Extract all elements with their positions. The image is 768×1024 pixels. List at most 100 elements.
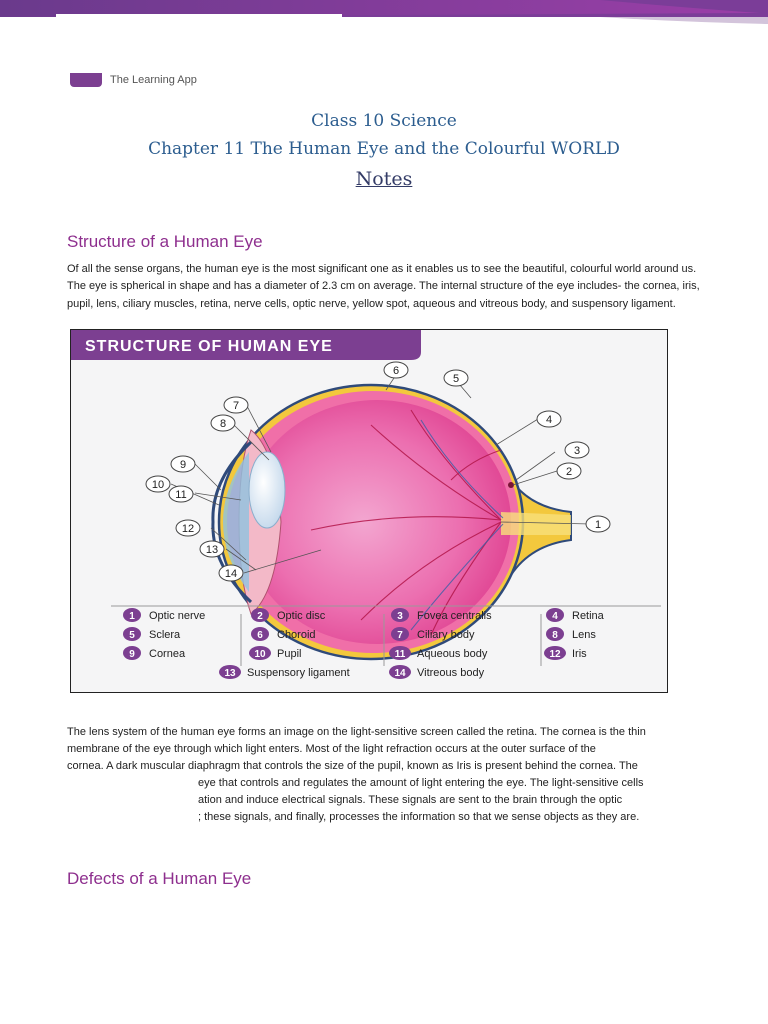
- legend-number: 13: [224, 668, 236, 679]
- legend-item-11: 11 Aqueous body: [389, 646, 488, 660]
- document-titles: Class 10 Science Chapter 11 The Human Ey…: [0, 108, 768, 194]
- legend-item-3: 3 Fovea centralis: [391, 608, 492, 622]
- legend-label: Optic disc: [277, 610, 326, 622]
- legend-label: Cornea: [149, 648, 186, 660]
- legend-number: 4: [552, 611, 558, 622]
- legend-item-9: 9 Cornea: [123, 646, 186, 660]
- legend-number: 2: [257, 611, 263, 622]
- legend-label: Lens: [572, 629, 596, 641]
- legend-label: Fovea centralis: [417, 610, 492, 622]
- legend-badge: [389, 665, 411, 679]
- continuation-line-6: ; these signals, and finally, processes …: [198, 811, 640, 823]
- legend-badge: [544, 646, 566, 660]
- svg-text:11: 11: [175, 489, 186, 501]
- legend-number: 1: [129, 611, 135, 622]
- section-heading-defects: Defects of a Human Eye: [67, 869, 252, 888]
- legend-number: 5: [129, 630, 135, 641]
- notes-label: Notes: [355, 168, 413, 190]
- continuation-line-3: cornea. A dark muscular diaphragm that c…: [67, 760, 638, 772]
- class-title: Class 10 Science: [311, 111, 457, 131]
- legend-number: 8: [552, 630, 558, 641]
- svg-text:7: 7: [233, 400, 239, 412]
- lens: [248, 451, 286, 529]
- legend-badge: [389, 646, 411, 660]
- legend-badge: [391, 608, 409, 622]
- legend-number: 6: [257, 630, 263, 641]
- legend-label: Iris: [572, 648, 587, 660]
- legend-label: Aqueous body: [417, 648, 488, 660]
- legend-item-10: 10 Pupil: [249, 646, 301, 660]
- legend-badge: [219, 665, 241, 679]
- legend-item-4: 4 Retina: [546, 608, 605, 622]
- brand-logo: The Learning App: [70, 72, 197, 88]
- callout-10: 10: [145, 475, 171, 493]
- legend-number: 12: [549, 649, 561, 660]
- callout-12: 12: [175, 519, 201, 537]
- legend-item-2: 2 Optic disc: [251, 608, 326, 622]
- callout-1: 1: [585, 515, 611, 533]
- svg-text:14: 14: [225, 568, 237, 580]
- legend-item-1: 1 Optic nerve: [123, 608, 205, 622]
- legend-label: Ciliary body: [417, 629, 475, 641]
- svg-text:10: 10: [152, 479, 164, 491]
- continuation-line-4: eye that controls and regulates the amou…: [198, 777, 644, 789]
- callout-9: 9: [170, 455, 196, 473]
- svg-text:1: 1: [595, 519, 601, 531]
- chapter-title: Chapter 11 The Human Eye and the Colourf…: [148, 139, 620, 159]
- callout-14: 14: [218, 564, 244, 582]
- legend-badge: [123, 627, 141, 641]
- svg-text:5: 5: [453, 373, 459, 385]
- callout-2: 2: [556, 462, 582, 480]
- fovea-centralis: [508, 482, 514, 488]
- callout-5: 5: [443, 369, 469, 387]
- legend-item-8: 8 Lens: [546, 627, 596, 641]
- banner-background: [71, 330, 421, 360]
- legend-item-7: 7 Ciliary body: [391, 627, 475, 641]
- legend-number: 10: [254, 649, 266, 660]
- callout-8: 8: [210, 414, 236, 432]
- legend-label: Optic nerve: [149, 610, 205, 622]
- figure-legend: 1 Optic nerve 2 Optic disc 3 Fovea centralis 4…: [123, 608, 605, 679]
- eye-structure-figure: STRUCTURE OF HUMAN EYE: [70, 329, 668, 693]
- legend-number: 7: [397, 630, 403, 641]
- legend-label: Pupil: [277, 648, 301, 660]
- legend-badge: [546, 608, 564, 622]
- legend-number: 3: [397, 611, 403, 622]
- continuation-line-5: ation and induce electrical signals. The…: [198, 794, 623, 806]
- svg-text:12: 12: [182, 523, 194, 535]
- svg-text:6: 6: [393, 365, 399, 377]
- legend-badge: [123, 608, 141, 622]
- legend-number: 11: [395, 649, 406, 660]
- legend-badge: [251, 627, 269, 641]
- legend-item-13: 13 Suspensory ligament: [219, 665, 350, 679]
- section-heading-structure: Structure of a Human Eye: [67, 232, 263, 251]
- legend-badge: [391, 627, 409, 641]
- figure-banner: STRUCTURE OF HUMAN EYE: [85, 338, 333, 355]
- legend-label: Sclera: [149, 629, 181, 641]
- eye-diagram: STRUCTURE OF HUMAN EYE: [71, 330, 661, 679]
- callout-6: 6: [383, 361, 409, 379]
- callout-4: 4: [536, 410, 562, 428]
- legend-label: Vitreous body: [417, 667, 485, 679]
- callout-13: 13: [199, 540, 225, 558]
- legend-badge: [251, 608, 269, 622]
- legend-badge: [249, 646, 271, 660]
- svg-text:2: 2: [566, 466, 572, 478]
- legend-badge: [123, 646, 141, 660]
- legend-badge: [546, 627, 564, 641]
- svg-text:13: 13: [206, 544, 218, 556]
- vitreous-body: [243, 400, 511, 644]
- callout-3: 3: [564, 441, 590, 459]
- callout-11: 11: [168, 485, 194, 503]
- legend-item-12: 12 Iris: [544, 646, 587, 660]
- svg-text:9: 9: [180, 459, 186, 471]
- callout-7: 7: [223, 396, 249, 414]
- legend-item-5: 5 Sclera: [123, 627, 181, 641]
- legend-label: Suspensory ligament: [247, 667, 350, 679]
- logo-icon: [70, 73, 102, 87]
- legend-number: 9: [129, 649, 135, 660]
- legend-label: Retina: [572, 610, 605, 622]
- continuation-line-2: membrane of the eye through which light …: [67, 743, 596, 755]
